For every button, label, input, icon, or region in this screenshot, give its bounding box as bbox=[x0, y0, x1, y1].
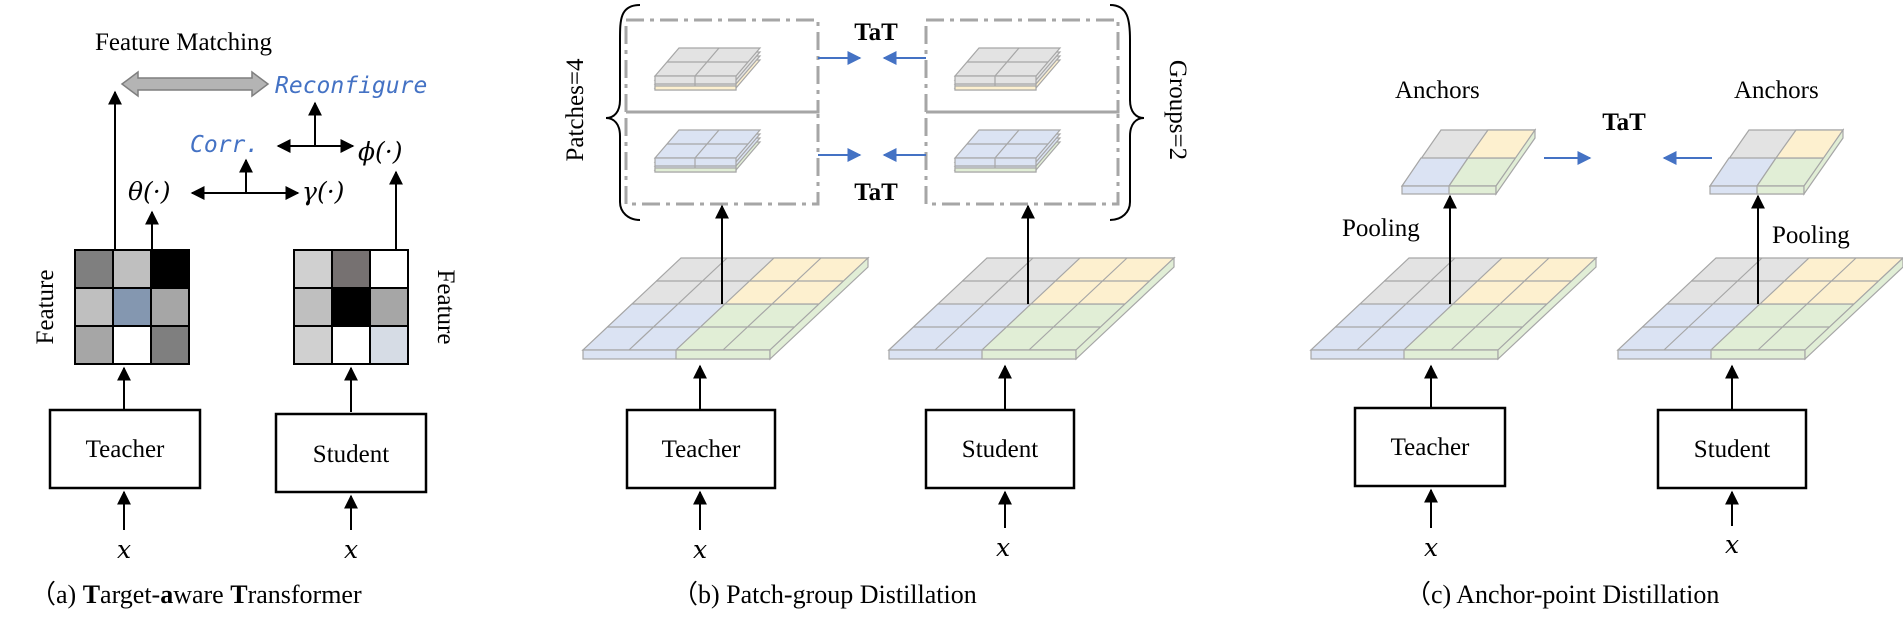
teacher-feature-slab-b bbox=[581, 256, 870, 361]
teacher-patch-bottom bbox=[653, 129, 762, 173]
patch-frames bbox=[624, 18, 1120, 206]
feature-label-left: Feature bbox=[32, 270, 59, 345]
input-x-right: x bbox=[344, 535, 358, 564]
caption-b: （b) Patch-group Distillation bbox=[672, 580, 977, 609]
tat-arrows-b bbox=[818, 51, 926, 162]
input-x-right-c: x bbox=[1725, 530, 1739, 559]
feature-label-right: Feature bbox=[432, 270, 459, 345]
caption-a: （a) Target-aware Transformer bbox=[30, 580, 362, 609]
tat-label-c: TaT bbox=[1602, 109, 1646, 136]
groups-label: Groups=2 bbox=[1164, 60, 1191, 160]
groups-brace bbox=[1109, 4, 1145, 221]
teacher-label-b: Teacher bbox=[662, 436, 741, 463]
corr-label: Corr. bbox=[190, 132, 259, 158]
input-x-left-b: x bbox=[693, 535, 707, 564]
panel-b: Patches=4 Groups=2 bbox=[562, 4, 1191, 609]
teacher-feature-grid bbox=[74, 249, 190, 365]
anchors-label-right: Anchors bbox=[1734, 77, 1819, 104]
input-x-right-b: x bbox=[996, 533, 1010, 562]
theta-label: θ(·) bbox=[128, 177, 171, 206]
student-patch-bottom bbox=[953, 129, 1062, 173]
teacher-label-c: Teacher bbox=[1391, 434, 1470, 461]
student-anchor-slab bbox=[1708, 128, 1845, 196]
teacher-box bbox=[48, 408, 202, 490]
tat-label-bottom: TaT bbox=[854, 179, 898, 206]
teacher-box-c bbox=[1353, 406, 1507, 488]
student-box-b bbox=[924, 408, 1076, 490]
anchors-label-left: Anchors bbox=[1395, 77, 1480, 104]
tat-label-top: TaT bbox=[854, 19, 898, 46]
input-x-left: x bbox=[117, 535, 131, 564]
student-label-c: Student bbox=[1694, 436, 1770, 463]
student-feature-slab-b bbox=[887, 256, 1176, 361]
input-x-left-c: x bbox=[1424, 533, 1438, 562]
student-label: Student bbox=[313, 441, 389, 468]
student-box-c bbox=[1656, 408, 1808, 490]
teacher-patch-top bbox=[653, 47, 762, 91]
pooling-label-right: Pooling bbox=[1772, 222, 1850, 249]
teacher-label: Teacher bbox=[86, 436, 165, 463]
gamma-label: γ(·) bbox=[302, 177, 344, 206]
student-feature-grid bbox=[293, 249, 409, 365]
feature-matching-label: Feature Matching bbox=[95, 29, 273, 56]
panel-c: Anchors Anchors TaT Pooling Poolin bbox=[1309, 77, 1903, 609]
student-patch-top bbox=[953, 47, 1062, 91]
reconfigure-label: Reconfigure bbox=[275, 73, 427, 99]
caption-c: （c) Anchor-point Distillation bbox=[1405, 580, 1719, 609]
patches-label: Patches=4 bbox=[562, 58, 589, 161]
student-feature-slab-c bbox=[1616, 257, 1903, 361]
student-box bbox=[274, 412, 428, 494]
teacher-box-b bbox=[625, 408, 777, 490]
teacher-anchor-slab bbox=[1400, 128, 1537, 196]
pooling-label-left: Pooling bbox=[1342, 215, 1420, 242]
patches-brace bbox=[605, 4, 641, 221]
phi-label: ϕ(·) bbox=[358, 137, 403, 166]
panel-a: Feature Matching Reconfigure Corr. ϕ(·) … bbox=[30, 29, 459, 609]
feature-matching-arrow bbox=[120, 70, 270, 98]
teacher-feature-slab-c bbox=[1309, 256, 1598, 361]
student-label-b: Student bbox=[962, 436, 1038, 463]
